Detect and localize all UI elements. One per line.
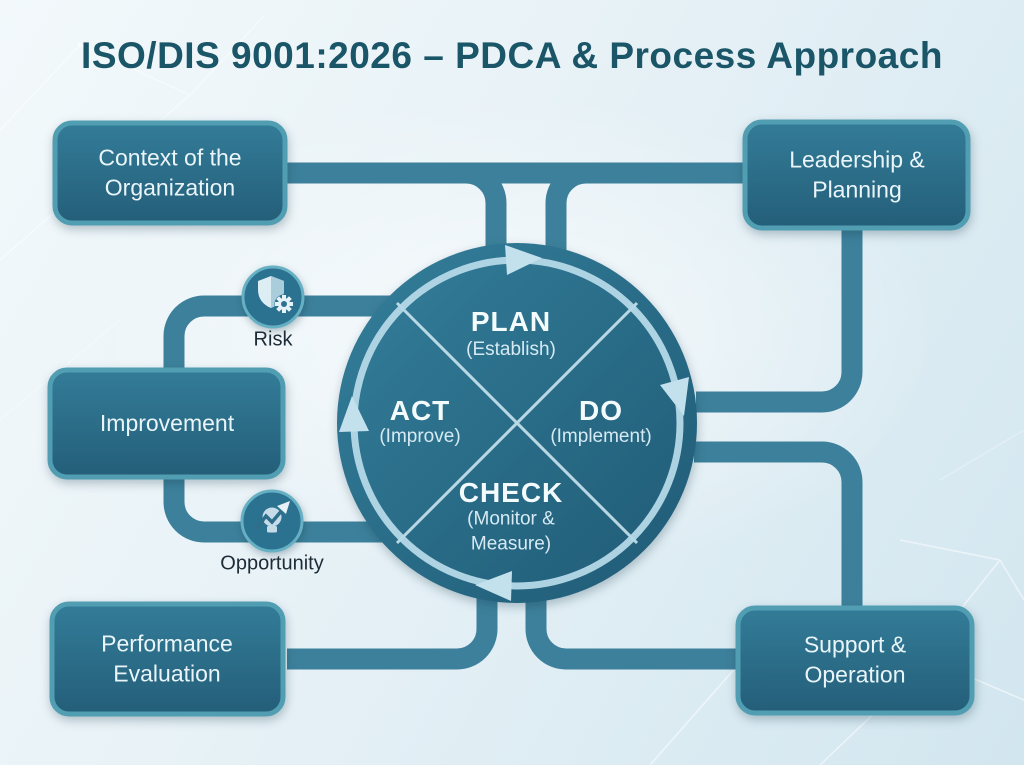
quadrant-do-sub: (Implement) xyxy=(550,426,652,447)
cycle-arrows xyxy=(339,245,689,601)
box-improvement xyxy=(47,367,286,480)
connector-improvement-to-circle-opportunity xyxy=(163,473,400,543)
box-context-label: Context of the Organization xyxy=(98,144,242,201)
connector-leadership-down-to-circle-right xyxy=(696,226,863,413)
box-leadership-label: Leadership & Planning xyxy=(789,146,925,203)
quadrant-check-sub: (Monitor & Measure) xyxy=(467,508,555,554)
connector-circle-right-to-support xyxy=(694,441,863,612)
box-support-label: Support & Operation xyxy=(803,631,907,688)
box-support xyxy=(735,605,975,716)
quadrant-act-label: ACT xyxy=(389,395,451,426)
connector-circle-to-support-bottom xyxy=(525,565,742,670)
risk-badge xyxy=(241,265,305,329)
box-leadership xyxy=(742,119,971,231)
lightbulb-growth-icon xyxy=(255,501,290,533)
connectors xyxy=(163,162,863,670)
box-improvement-label: Improvement xyxy=(99,409,235,436)
quadrant-do-label: DO xyxy=(579,395,623,426)
connector-leadership-to-circle xyxy=(545,162,745,305)
arrow-right-icon xyxy=(660,377,689,416)
quadrant-plan-label: PLAN xyxy=(470,306,552,337)
opportunity-label: Opportunity xyxy=(220,552,324,575)
quadrant-act-sub: (Improve) xyxy=(379,426,461,447)
quadrant-divider-lines xyxy=(395,301,639,545)
shield-gear-icon xyxy=(258,276,294,314)
connector-context-to-circle xyxy=(287,162,507,305)
opportunity-badge xyxy=(240,489,304,553)
connector-circle-to-improvement-risk xyxy=(163,295,400,374)
arrow-left-icon xyxy=(339,396,369,432)
arrow-top-icon xyxy=(505,245,542,275)
box-context xyxy=(52,120,288,226)
risk-label: Risk xyxy=(253,328,293,351)
quadrant-check-label: CHECK xyxy=(458,477,564,508)
page-title: ISO/DIS 9001:2026 – PDCA & Process Appro… xyxy=(81,35,943,76)
pdca-circle xyxy=(337,243,697,603)
box-performance xyxy=(49,601,286,717)
connector-circle-to-performance xyxy=(287,565,498,670)
arrow-bottom-icon xyxy=(475,571,512,601)
quadrant-plan-sub: (Establish) xyxy=(466,339,556,360)
box-performance-label: Performance Evaluation xyxy=(101,630,233,687)
